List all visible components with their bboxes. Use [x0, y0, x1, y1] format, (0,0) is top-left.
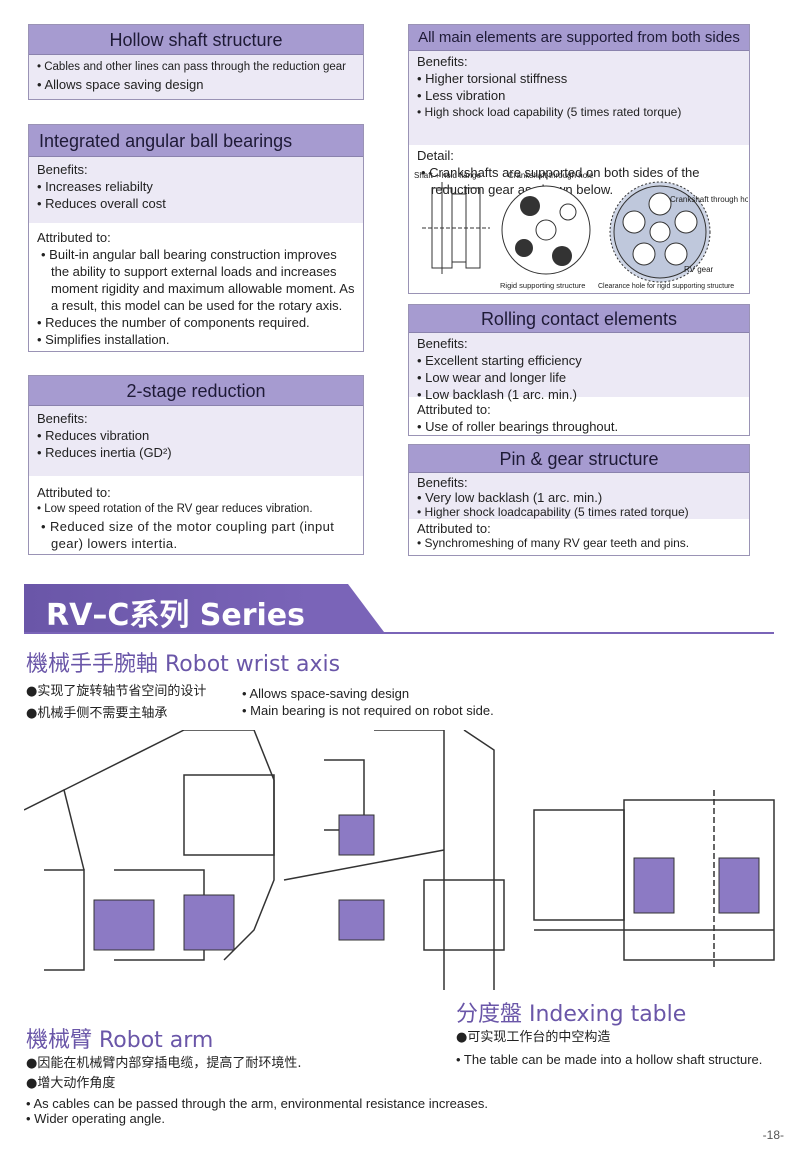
index-cn: ●可实现工作台的中空构造: [456, 1030, 611, 1045]
benefits-label: Benefits:: [417, 475, 468, 490]
index-en: • The table can be made into a hollow sh…: [456, 1052, 763, 1067]
fig-label-crank-hole: Crankshaft through hole: [508, 171, 594, 180]
clearance-structure-drawing: [609, 181, 711, 283]
attributed-item: Built-in angular ball bearing constructi…: [37, 246, 355, 314]
benefit-item: Higher shock loadcapability (5 times rat…: [417, 505, 741, 520]
fig-label-rv-gear: RV gear: [684, 265, 714, 274]
box-title: Pin & gear structure: [409, 445, 749, 473]
index-reducer-part: [633, 857, 675, 914]
wrist-title: 機械手手腕軸 Robot wrist axis: [26, 652, 341, 677]
index-reducer-part: [718, 857, 760, 914]
benefits-label: Benefits:: [37, 411, 88, 426]
wrist-cn-2: ●机械手侧不需要主轴承: [26, 706, 168, 721]
fig-label-clearance: Clearance hole for rigid supporting stru…: [598, 283, 734, 290]
detail-label: Detail:: [417, 148, 454, 163]
benefit-item: High shock load capability (5 times rate…: [417, 104, 741, 121]
robot-drawings: [24, 730, 775, 990]
wrist-reducer-part: [183, 894, 235, 951]
arm-en-2: • Wider operating angle.: [26, 1111, 165, 1126]
box-title: All main elements are supported from bot…: [409, 25, 749, 51]
banner-rule: [24, 632, 774, 634]
arm-title: 機械臂 Robot arm: [26, 1028, 214, 1053]
attributed-item: Reduces the number of components require…: [37, 314, 355, 331]
box-title: Integrated angular ball bearings: [29, 125, 363, 157]
box-title: Rolling contact elements: [409, 305, 749, 333]
attributed-label: Attributed to:: [417, 521, 491, 536]
attributed-label: Attributed to:: [417, 402, 491, 417]
attributed-item: Synchromeshing of many RV gear teeth and…: [417, 536, 741, 551]
series-banner: RV–C系列 Series: [24, 584, 384, 632]
crankshaft-figure: Shaft + hold flange Crankshaft through h…: [414, 171, 748, 290]
arm-cn-1: ●因能在机械臂内部穿插电缆，提高了耐环境性.: [26, 1056, 302, 1071]
arm-reducer-part: [338, 814, 375, 856]
wrist-reducer-part: [93, 899, 155, 951]
benefit-item: Very low backlash (1 arc. min.): [417, 490, 741, 505]
index-title: 分度盤 Indexing table: [456, 1002, 687, 1027]
arm-reducer-part: [338, 899, 385, 941]
rolling-contact-box: Rolling contact elements Benefits: Excel…: [408, 304, 750, 436]
benefits-label: Benefits:: [417, 336, 468, 351]
main-elements-box: All main elements are supported from bot…: [408, 24, 750, 294]
attributed-item: Use of roller bearings throughout.: [417, 418, 741, 435]
benefit-item: Low backlash (1 arc. min.): [417, 386, 741, 403]
attributed-item: Reduced size of the motor coupling part …: [37, 518, 355, 552]
shaft-section-drawing: [422, 182, 490, 274]
fig-label-crank-hole2: Crankshaft through hole: [670, 195, 748, 204]
attributed-label: Attributed to:: [37, 485, 111, 500]
pin-gear-box: Pin & gear structure Benefits: Very low …: [408, 444, 750, 556]
benefit-item: Reduces inertia (GD²): [37, 444, 355, 461]
benefit-item: Higher torsional stiffness: [417, 70, 741, 87]
wrist-en-2: • Main bearing is not required on robot …: [242, 703, 494, 718]
page-number: -18-: [762, 1128, 784, 1142]
benefit-item: Reduces overall cost: [37, 195, 355, 212]
two-stage-box: 2-stage reduction Benefits: Reduces vibr…: [28, 375, 364, 555]
benefit-item: Increases reliabilty: [37, 178, 355, 195]
fig-label-shaft: Shaft + hold flange: [414, 171, 481, 180]
benefit-item: Less vibration: [417, 87, 741, 104]
fig-label-rigid: Rigid supporting structure: [500, 281, 585, 290]
box-title: Hollow shaft structure: [29, 25, 363, 55]
angular-bearing-box: Integrated angular ball bearings Benefit…: [28, 124, 364, 352]
arm-en-1: • As cables can be passed through the ar…: [26, 1096, 488, 1111]
arm-cn-2: ●增大动作角度: [26, 1076, 116, 1091]
benefit-item: Reduces vibration: [37, 427, 355, 444]
wrist-cn-1: ●实现了旋转轴节省空间的设计: [26, 684, 207, 699]
box-item: Allows space saving design: [37, 76, 355, 93]
benefit-item: Excellent starting efficiency: [417, 352, 741, 369]
box-item: Cables and other lines can pass through …: [37, 59, 355, 76]
wrist-en-1: • Allows space-saving design: [242, 686, 410, 701]
hollow-shaft-box: Hollow shaft structure Cables and other …: [28, 24, 364, 100]
attributed-item: Simplifies installation.: [37, 331, 355, 348]
benefits-label: Benefits:: [417, 54, 468, 69]
rigid-structure-drawing: [501, 185, 591, 275]
attributed-item: Low speed rotation of the RV gear reduce…: [37, 501, 355, 518]
benefits-label: Benefits:: [37, 162, 88, 177]
benefit-item: Low wear and longer life: [417, 369, 741, 386]
box-title: 2-stage reduction: [29, 376, 363, 406]
attributed-label: Attributed to:: [37, 230, 111, 245]
